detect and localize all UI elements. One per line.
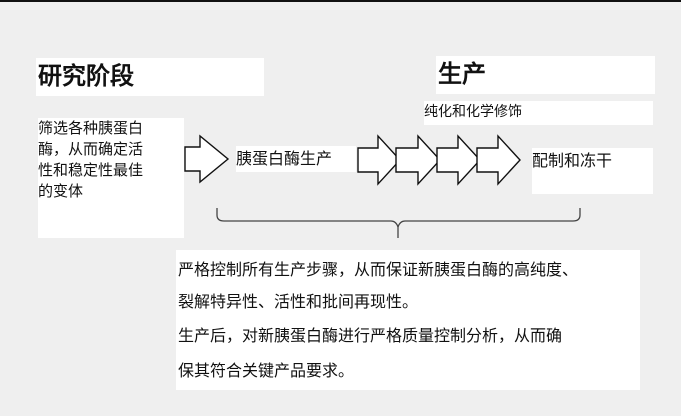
- research-heading: 研究阶段: [36, 58, 264, 96]
- research-description-line: 酶，从而确定活: [38, 140, 144, 158]
- research-description-line: 筛选各种胰蛋白: [38, 119, 144, 137]
- summary-text: 严格控制所有生产步骤，从而保证新胰蛋白酶的高纯度、 裂解特异性、活性和批间再现性…: [176, 250, 640, 390]
- modification-label: 纯化和化学修饰: [424, 101, 653, 125]
- research-description-line: 性和稳定性最佳: [38, 161, 144, 179]
- research-description-line: 的变体: [38, 182, 84, 200]
- research-description: 筛选各种胰蛋白 酶，从而确定活 性和稳定性最佳 的变体: [38, 118, 184, 238]
- research-to-production-arrow: [184, 134, 230, 184]
- process-arrow: [357, 134, 401, 186]
- process-arrow: [436, 134, 481, 186]
- process-arrow: [476, 134, 521, 186]
- top-border: [0, 0, 681, 2]
- summary-line: 保其符合关键产品要求。: [178, 361, 355, 380]
- grouping-brace: [216, 208, 581, 238]
- summary-line: 裂解特异性、活性和批间再现性。: [178, 292, 419, 311]
- summary-line: 生产后，对新胰蛋白酶进行严格质量控制分析，从而确: [178, 326, 563, 345]
- production-heading: 生产: [436, 56, 655, 94]
- product-label: 胰蛋白酶生产: [236, 146, 356, 172]
- summary-line: 严格控制所有生产步骤，从而保证新胰蛋白酶的高纯度、: [178, 260, 579, 279]
- final-step-label: 配制和冻干: [532, 148, 653, 194]
- process-arrow: [395, 134, 441, 186]
